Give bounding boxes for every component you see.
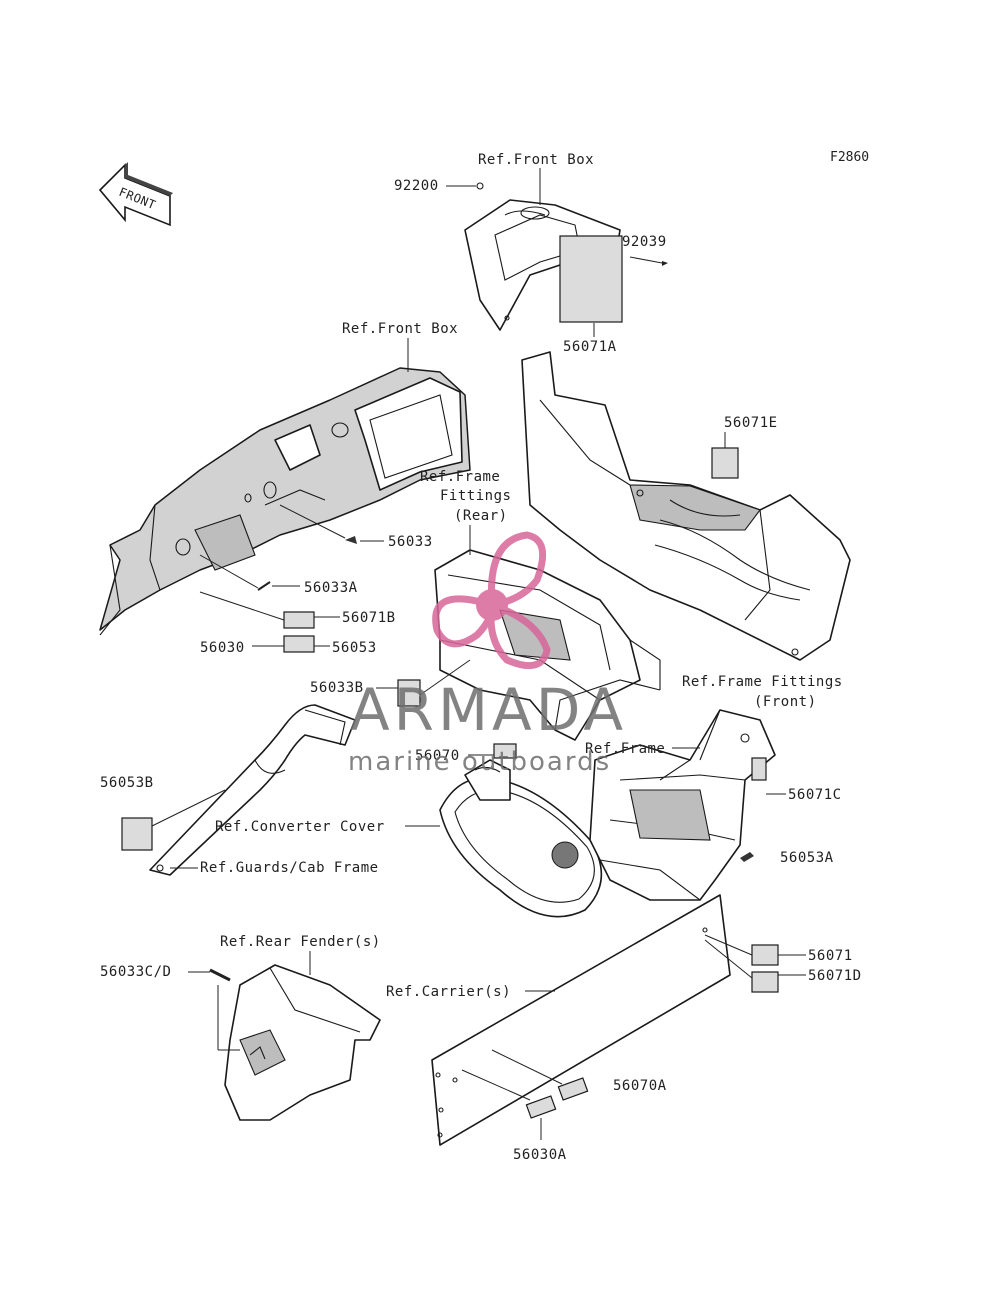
front-arrow-icon: FRONT [98,162,173,227]
label-ref-frame: Ref.Frame [585,741,665,757]
converter-cover-part [439,759,603,918]
label-56071E: 56071E [724,415,778,431]
label-ref-guards-cab-frame: Ref.Guards/Cab Frame [200,860,379,876]
label-56071B: 56071B [342,610,396,626]
floor-panel-part [521,351,851,661]
watermark-tagline: marine outboards [348,747,611,777]
label-56033B: 56033B [310,680,364,696]
label-56070A: 56070A [613,1078,667,1094]
decal-56071 [751,944,779,966]
label-56033A: 56033A [304,580,358,596]
label-92200: 92200 [394,178,439,194]
label-56030: 56030 [200,640,245,656]
screw-56033 [345,536,357,544]
decal-56053A [740,852,754,862]
label-56071D: 56071D [808,968,862,984]
rear-fender-part [224,964,381,1121]
figure-code: F2860 [830,150,869,165]
cab-frame-bar-part [149,704,356,876]
label-ref-frame-fittings-rear-3: (Rear) [454,508,508,524]
label-56071: 56071 [808,948,853,964]
grommet-92200 [476,182,484,190]
watermark-brand: ARMADA [350,676,627,744]
label-92039: 92039 [622,234,667,250]
decal-56053B [121,817,153,851]
decal-56071B [283,611,315,629]
label-56033CD: 56033C/D [100,964,171,980]
decal-56071C [751,757,767,781]
label-ref-front-box: Ref.Front Box [342,321,458,337]
decal-56071A [559,235,623,323]
label-ref-frame-fittings-front-1: Ref.Frame Fittings [682,674,843,690]
label-56053A: 56053A [780,850,834,866]
label-ref-frame-fittings-front-2: (Front) [754,694,817,710]
label-56071C: 56071C [788,787,842,803]
label-ref-front-box-top: Ref.Front Box [478,152,594,168]
label-ref-frame-fittings-rear-1: Ref.Frame [420,469,500,485]
label-ref-converter-cover: Ref.Converter Cover [215,819,385,835]
armada-watermark: ARMADA marine outboards [348,531,627,777]
label-56071A: 56071A [563,339,617,355]
decal-56071D [751,971,779,993]
clip-56033A [257,581,271,591]
propeller-logo-icon [432,531,551,670]
carrier-panel-part [431,894,731,1146]
label-56053B: 56053B [100,775,154,791]
label-ref-frame-fittings-rear-2: Fittings [440,488,511,504]
label-56070: 56070 [415,748,460,764]
label-56033: 56033 [388,534,433,550]
frame-fittings-front-part [589,709,776,901]
decal-56053 [283,635,315,653]
label-56053: 56053 [332,640,377,656]
decal-56033B [397,679,421,707]
label-ref-carrier: Ref.Carrier(s) [386,984,511,1000]
decal-56070A [557,1077,589,1101]
label-56030A: 56030A [513,1147,567,1163]
decal-56071E [711,447,739,479]
label-ref-rear-fender: Ref.Rear Fender(s) [220,934,381,950]
dashboard-part [99,367,471,636]
decal-56070 [493,743,517,759]
decal-56030A-1 [525,1095,557,1119]
clip-56033CD [209,968,231,982]
